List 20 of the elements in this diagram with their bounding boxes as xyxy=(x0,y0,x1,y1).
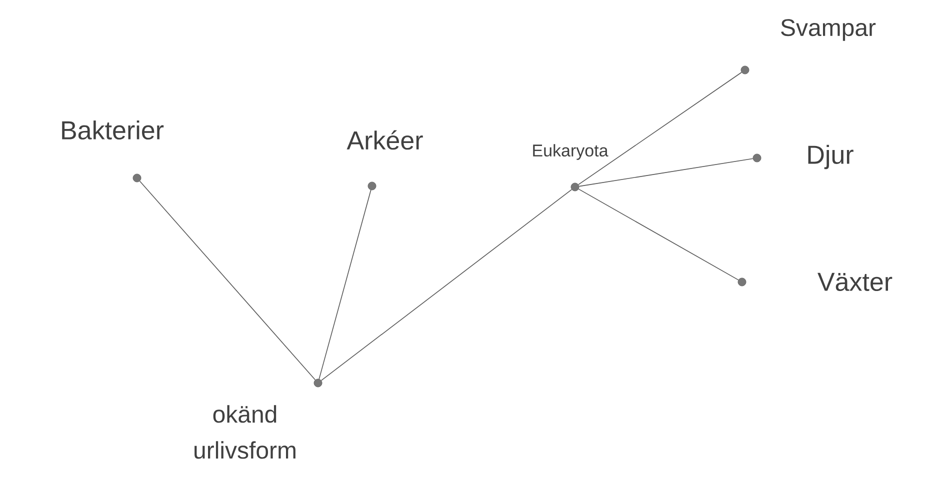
dot xyxy=(314,378,322,388)
branch-line xyxy=(578,72,742,185)
dot xyxy=(368,182,376,190)
dot xyxy=(570,182,580,192)
branch-line xyxy=(318,190,372,380)
taxon-label: Svampar xyxy=(781,19,876,41)
dot xyxy=(752,154,762,162)
branch-line xyxy=(139,180,316,380)
dot xyxy=(132,174,142,182)
dot xyxy=(738,278,746,286)
taxon-label: okänd urlivsform xyxy=(194,405,296,459)
taxon-label: Djur xyxy=(808,144,854,170)
taxon-label: Växter xyxy=(818,272,892,292)
branch-line xyxy=(320,189,572,381)
branch-line xyxy=(578,158,754,187)
branch-line xyxy=(578,188,739,280)
taxon-label: Bakterier xyxy=(62,120,164,140)
dot xyxy=(740,66,750,74)
taxon-label: Arkéer xyxy=(346,130,423,150)
taxon-label: Eukaryota xyxy=(533,144,608,160)
